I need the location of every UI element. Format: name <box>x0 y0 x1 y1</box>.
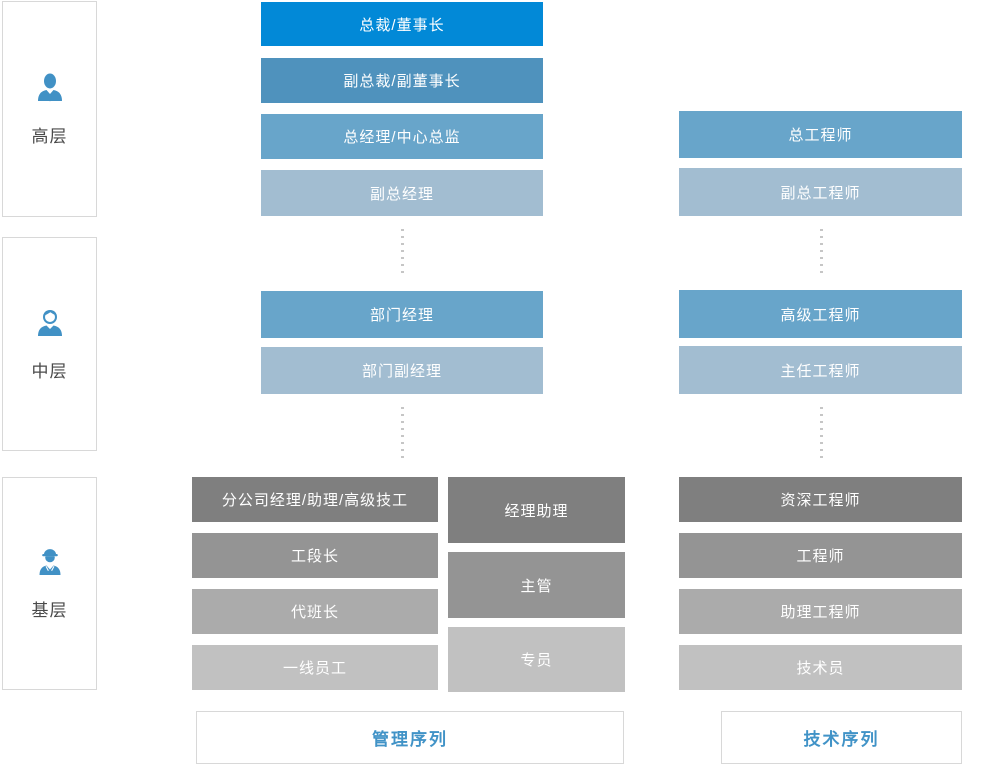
role-box-chief-staff-engineer: 主任工程师 <box>679 346 962 394</box>
role-box-expert-engineer: 资深工程师 <box>679 477 962 522</box>
role-box-shift-leader: 代班长 <box>192 589 438 634</box>
role-box-chief-engineer: 总工程师 <box>679 111 962 158</box>
role-box-deputy-chief-engineer: 副总工程师 <box>679 168 962 216</box>
level-label: 高层 <box>31 126 68 146</box>
level-box-middle: 中层 <box>2 237 97 451</box>
role-box-supervisor: 主管 <box>448 552 625 618</box>
management-sequence-label: 管理序列 <box>196 711 624 764</box>
level-label: 中层 <box>31 361 68 381</box>
role-box-engineer: 工程师 <box>679 533 962 578</box>
role-box-section-chief: 工段长 <box>192 533 438 578</box>
role-box-branch-manager: 分公司经理/助理/高级技工 <box>192 477 438 522</box>
role-box-specialist: 专员 <box>448 627 625 692</box>
role-box-deputy-general-manager: 副总经理 <box>261 170 543 216</box>
dotted-connector <box>820 229 823 278</box>
role-box-technician: 技术员 <box>679 645 962 690</box>
dotted-connector <box>820 407 823 462</box>
worker-person-icon <box>33 546 67 580</box>
dotted-connector <box>401 407 404 462</box>
role-box-department-manager: 部门经理 <box>261 291 543 338</box>
manager-person-icon <box>33 307 67 341</box>
technical-sequence-label: 技术序列 <box>721 711 962 764</box>
role-box-general-manager: 总经理/中心总监 <box>261 114 543 159</box>
role-box-manager-assistant: 经理助理 <box>448 477 625 543</box>
role-box-assistant-engineer: 助理工程师 <box>679 589 962 634</box>
dotted-connector <box>401 229 404 278</box>
level-box-base: 基层 <box>2 477 97 690</box>
level-label: 基层 <box>31 601 68 620</box>
executive-person-icon <box>33 72 67 106</box>
level-box-senior: 高层 <box>2 1 97 217</box>
role-box-frontline-staff: 一线员工 <box>192 645 438 690</box>
role-box-senior-engineer: 高级工程师 <box>679 290 962 338</box>
role-box-vice-president: 副总裁/副董事长 <box>261 58 543 103</box>
role-box-president: 总裁/董事长 <box>261 2 543 46</box>
role-box-deputy-department-manager: 部门副经理 <box>261 347 543 394</box>
